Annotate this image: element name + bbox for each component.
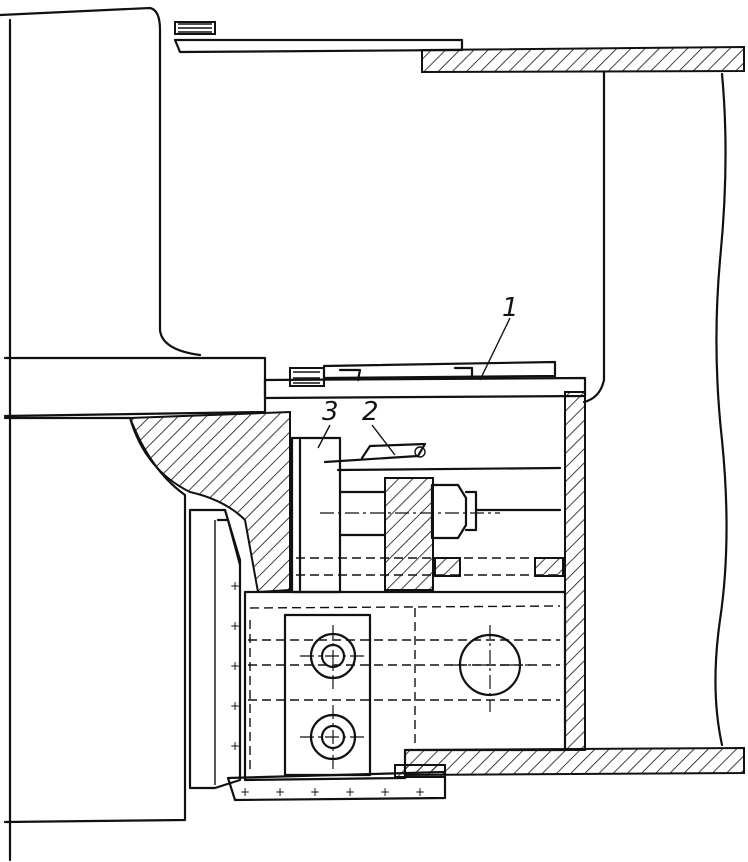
svg-text:+: + (230, 619, 240, 633)
svg-text:+: + (230, 699, 240, 713)
bolt-assembly (320, 477, 562, 591)
callout-2: 2 (362, 397, 379, 427)
svg-text:+: + (230, 579, 240, 593)
round-cutout (450, 625, 530, 712)
hatched-casting (128, 410, 291, 594)
middle-plate (263, 360, 587, 400)
bottom-right-slab (404, 746, 745, 777)
lower-body-outline (3, 416, 187, 824)
svg-text:+: + (310, 785, 320, 799)
bottom-tray: + + + + + + (226, 764, 447, 802)
base-plate (3, 356, 267, 418)
right-wall-break (582, 70, 728, 747)
top-cap (173, 21, 464, 54)
svg-text:+: + (415, 785, 425, 799)
svg-text:+: + (275, 785, 285, 799)
left-column (0, 6, 202, 862)
insulated-wall: + + + + + (188, 508, 242, 790)
callout-leaders (317, 317, 511, 456)
callout-3: 3 (322, 397, 339, 427)
svg-text:+: + (230, 659, 240, 673)
lower-block (243, 557, 567, 782)
lever-part-2 (323, 442, 562, 472)
svg-text:+: + (345, 785, 355, 799)
callout-1: 1 (502, 293, 519, 323)
svg-text:+: + (230, 739, 240, 753)
box-right-wall (564, 391, 586, 751)
svg-text:+: + (380, 785, 390, 799)
terminal-plate (283, 613, 372, 777)
top-right-slab (421, 45, 745, 74)
svg-text:+: + (240, 785, 250, 799)
